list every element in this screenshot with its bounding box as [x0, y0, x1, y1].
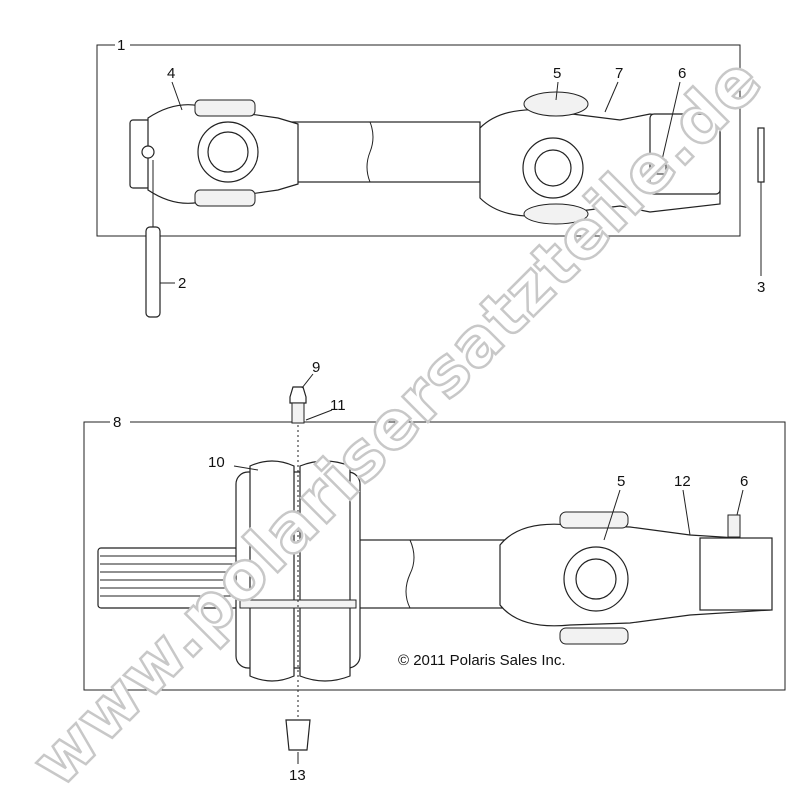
leader-12	[682, 489, 691, 536]
leader-6-lower	[736, 489, 744, 516]
callout-3: 3	[757, 279, 765, 296]
shaft-tube-lower	[349, 539, 516, 609]
callout-7: 7	[615, 65, 623, 82]
bearing-cap-top-right	[523, 91, 589, 117]
callout-11: 11	[330, 397, 346, 414]
cross-bearing-right-inner	[534, 149, 572, 187]
leader-9	[301, 373, 314, 389]
upper-assembly: 1 4 5 7 6 2 3	[96, 37, 765, 318]
nut	[285, 719, 311, 751]
callout-6-lower: 6	[740, 473, 748, 490]
leader-4	[171, 81, 183, 111]
callout-12: 12	[674, 473, 691, 490]
snap-ring	[757, 127, 765, 183]
assembly-1-frame	[96, 44, 741, 237]
lower-assembly: 9 11 8 10 5 12 6 13 © 2011 Polaris Sales…	[83, 359, 786, 784]
bearing-cap-bottom-left	[194, 189, 256, 207]
leader-11	[305, 409, 333, 421]
bearing-rib-right	[299, 460, 351, 682]
cross-bearing-lower-inner	[575, 558, 617, 600]
callout-10: 10	[208, 454, 225, 471]
callout-5: 5	[553, 65, 561, 82]
copyright-text: © 2011 Polaris Sales Inc.	[398, 652, 566, 669]
bearing-cap-bottom-lower	[559, 627, 629, 645]
bearing-cap-bottom-right	[523, 203, 589, 225]
shaft-break-lower	[405, 539, 415, 609]
grease-fitting	[655, 159, 667, 175]
leader-10	[233, 465, 259, 471]
callout-6: 6	[678, 65, 686, 82]
callout-8: 8	[113, 414, 121, 431]
assembly-8-frame	[83, 421, 786, 691]
callout-4: 4	[167, 65, 175, 82]
callout-5-lower: 5	[617, 473, 625, 490]
bolt	[289, 386, 307, 404]
leader-5	[555, 81, 559, 101]
callout-2: 2	[178, 275, 186, 292]
roll-pin-hole	[141, 145, 155, 159]
leader-5-lower	[603, 489, 621, 541]
spline-lines	[100, 555, 236, 597]
leader-7	[604, 81, 619, 113]
shaft-tube	[289, 121, 481, 183]
leader-6	[661, 81, 681, 161]
shaft-break	[366, 121, 374, 183]
callout-13: 13	[289, 767, 306, 784]
cross-bearing-left-inner	[207, 131, 249, 173]
bearing-cap-top-lower	[559, 511, 629, 529]
slip-yoke-lower	[699, 537, 773, 611]
grease-fitting-lower	[727, 514, 741, 538]
callout-1: 1	[117, 37, 125, 54]
bearing-rib-left	[249, 460, 295, 682]
callout-9: 9	[312, 359, 320, 376]
bolt-shank	[291, 402, 305, 424]
roll-pin	[145, 226, 161, 318]
bearing-cap-top-left	[194, 99, 256, 117]
